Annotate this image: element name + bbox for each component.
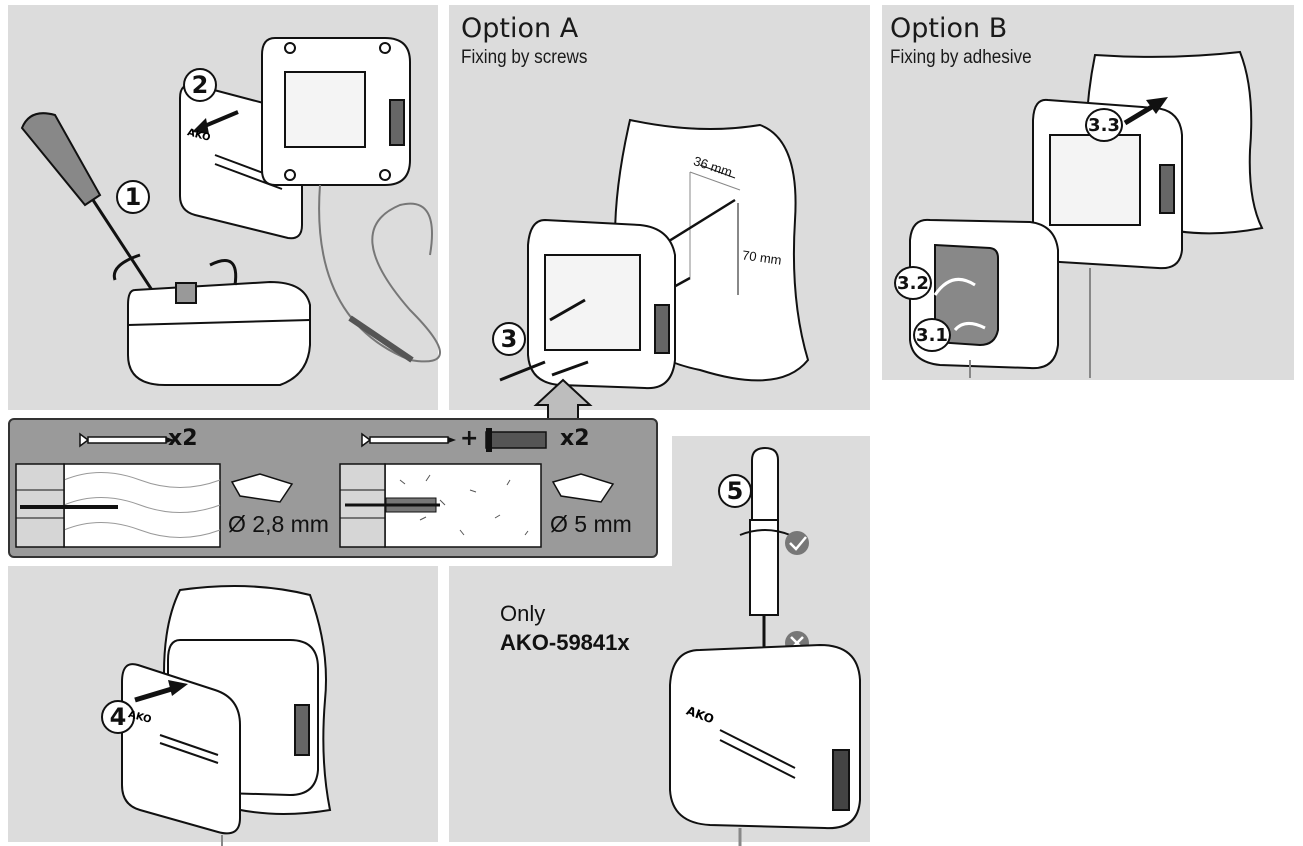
model-note: Only AKO-59841x <box>500 600 630 657</box>
step-3-badge: 3 <box>492 322 526 356</box>
option-a-subtitle: Fixing by screws <box>461 47 588 68</box>
plus-sign: + <box>460 426 479 451</box>
option-a-title: Option A <box>461 13 579 44</box>
option-b-title: Option B <box>890 13 1008 44</box>
step-2-badge: 2 <box>183 68 217 102</box>
screw-plug-quantity: x2 <box>560 426 590 451</box>
step-5-badge: 5 <box>718 474 752 508</box>
step-4-badge: 4 <box>101 700 135 734</box>
drill-diameter-small: Ø 2,8 mm <box>228 511 329 537</box>
model-note-model: AKO-59841x <box>500 629 630 655</box>
drill-diameter-large: Ø 5 mm <box>550 511 632 537</box>
step-3-2-badge: 3.2 <box>894 266 932 300</box>
model-note-line1: Only <box>500 601 546 626</box>
option-b-subtitle: Fixing by adhesive <box>890 47 1032 68</box>
step-1-badge: 1 <box>116 180 150 214</box>
screw-quantity: x2 <box>168 426 198 451</box>
step-3-1-badge: 3.1 <box>913 318 951 352</box>
step-3-3-badge: 3.3 <box>1085 108 1123 142</box>
